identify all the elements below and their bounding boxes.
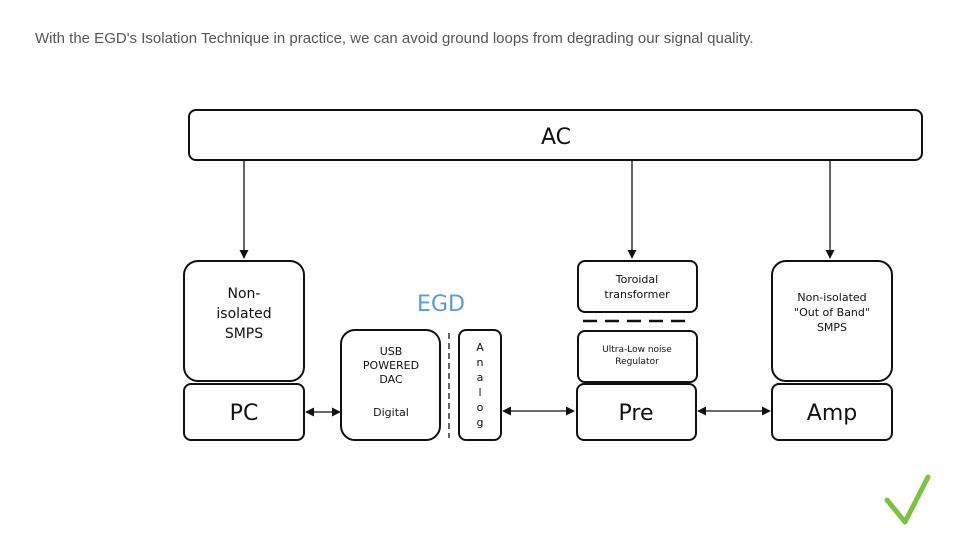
dac-box: USB POWERED DAC Digital (340, 329, 441, 441)
smps-amp-line-3: SMPS (817, 321, 847, 334)
checkmark-icon (884, 474, 931, 525)
pc-box: PC (183, 383, 305, 441)
analog-letter-2: n (477, 356, 484, 369)
amp-label: Amp (807, 401, 857, 426)
dac-line-3: DAC (379, 373, 403, 386)
dac-line-1: USB (380, 345, 403, 358)
smps-amp-line-2: "Out of Band" (794, 306, 870, 319)
regulator-box: Ultra-Low noise Regulator (577, 330, 698, 383)
ac-bar: AC (188, 109, 923, 161)
dac-digital-label: Digital (373, 406, 409, 419)
analog-letter-6: g (477, 416, 484, 429)
pre-box: Pre (576, 383, 697, 441)
toroidal-line-1: Toroidal (615, 273, 658, 286)
analog-letter-1: A (476, 341, 484, 354)
smps-amp-line-1: Non-isolated (797, 291, 866, 304)
caption: With the EGD's Isolation Technique in pr… (35, 30, 754, 47)
toroidal-line-2: transformer (604, 288, 670, 301)
regulator-line-1: Ultra-Low noise (602, 345, 672, 355)
toroidal-box: Toroidal transformer (577, 260, 698, 313)
ac-label: AC (541, 125, 571, 150)
smps-pc-box: Non- isolated SMPS (183, 260, 305, 382)
smps-pc-line-2: isolated (216, 306, 271, 322)
pre-label: Pre (619, 401, 654, 426)
dac-line-2: POWERED (363, 359, 419, 372)
smps-pc-line-1: Non- (228, 286, 261, 302)
analog-letter-3: a (477, 371, 484, 384)
amp-box: Amp (771, 383, 893, 441)
smps-amp-box: Non-isolated "Out of Band" SMPS (771, 260, 893, 382)
egd-logo: EGD (417, 292, 465, 317)
smps-pc-line-3: SMPS (225, 326, 263, 342)
analog-letter-4: l (478, 386, 481, 399)
regulator-line-2: Regulator (615, 357, 659, 367)
analog-letter-5: o (477, 401, 484, 414)
pc-label: PC (230, 401, 259, 426)
analog-box: A n a l o g (458, 329, 502, 441)
